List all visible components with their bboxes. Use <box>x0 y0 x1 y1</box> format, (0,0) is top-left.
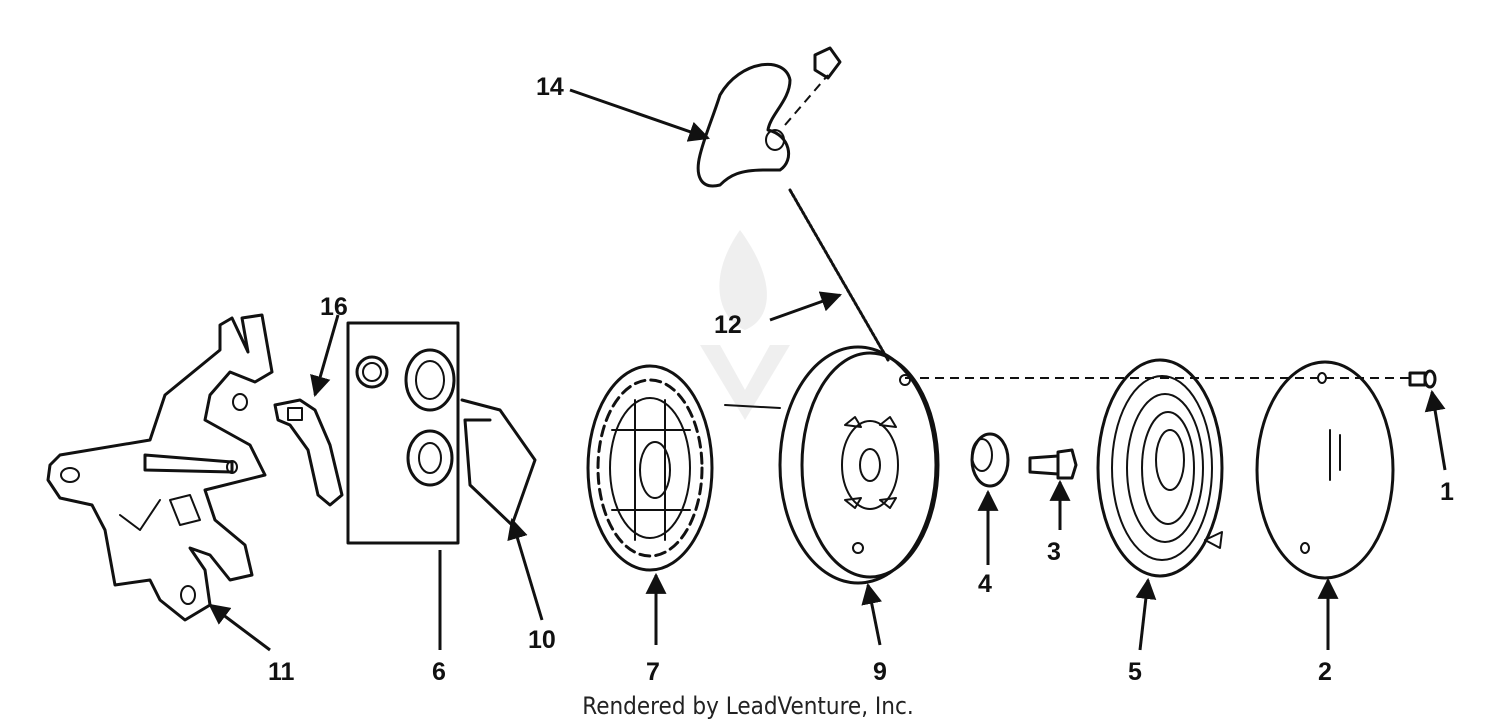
callout-7: 7 <box>646 658 660 686</box>
callout-16: 16 <box>320 293 348 321</box>
arrow-16 <box>310 314 340 398</box>
callout-14: 14 <box>536 73 564 101</box>
arrow-10 <box>507 517 544 621</box>
part-1-screw <box>1408 369 1437 389</box>
part-14-handle <box>696 46 842 188</box>
part-10-spring <box>460 398 537 527</box>
part-11-bracket <box>46 313 274 622</box>
part-2-cover <box>1255 360 1395 580</box>
part-6-pulley <box>778 345 940 585</box>
alignment-lines <box>784 74 1410 379</box>
part-12-rope <box>724 188 890 409</box>
arrow-12 <box>769 291 842 322</box>
leader-arrows <box>208 88 1447 652</box>
part-4-bushing <box>970 432 1010 488</box>
callout-3: 3 <box>1047 538 1061 566</box>
callout-9: 6 <box>432 658 446 686</box>
part-16-pawl <box>273 398 344 507</box>
callout-1: 1 <box>1440 478 1454 506</box>
callout-12: 12 <box>714 311 742 339</box>
callout-5: 5 <box>1128 658 1142 686</box>
arrow-11 <box>208 603 271 652</box>
callout-2: 2 <box>1318 658 1332 686</box>
arrow-6 <box>861 582 883 646</box>
arrow-14 <box>569 88 710 142</box>
credit-text: Rendered by LeadVenture, Inc. <box>582 692 913 720</box>
callout-labels: 14 12 16 11 6 10 7 9 4 3 5 2 1 <box>268 73 1454 686</box>
part-5-recoil-spring <box>1096 358 1224 578</box>
part-9-parts-kit <box>346 321 460 545</box>
callout-6: 9 <box>873 658 887 686</box>
arrow-1 <box>1424 389 1447 471</box>
arrow-5 <box>1135 577 1157 651</box>
part-3-screw <box>1028 448 1078 480</box>
watermark-logo <box>700 230 790 420</box>
callout-11: 11 <box>268 658 295 686</box>
part-7-gear <box>586 364 714 572</box>
callout-4: 4 <box>978 570 992 598</box>
callout-10: 10 <box>528 626 556 654</box>
